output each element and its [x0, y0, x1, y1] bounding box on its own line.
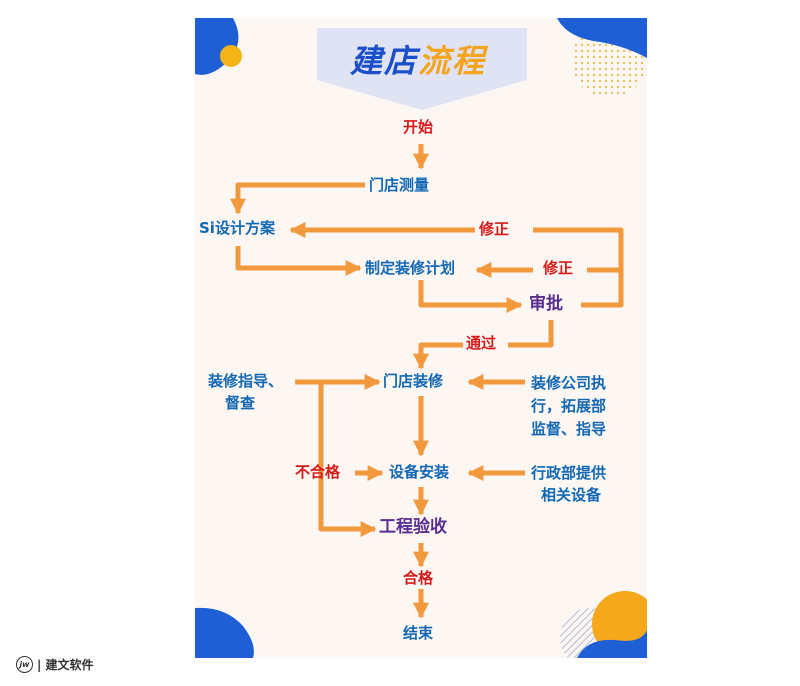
node-revise-top: 修正: [479, 220, 510, 238]
node-guidance-line2: 督查: [225, 394, 256, 412]
node-equipment: 设备安装: [389, 463, 450, 481]
jw-logo-icon: jw: [16, 656, 33, 673]
node-company-line2: 行，拓展部: [531, 397, 607, 415]
title-part-2: 流程: [418, 42, 487, 80]
arrow-design-to-plan: [235, 246, 362, 277]
node-pass: 通过: [466, 334, 497, 352]
arrow-guidance-to-acceptance: [318, 382, 377, 538]
node-fail: 不合格: [295, 463, 341, 481]
node-admin-line2: 相关设备: [541, 486, 602, 504]
watermark: jw | 建文软件: [16, 656, 94, 673]
top-right-blob: [557, 18, 647, 98]
node-guidance-line1: 装修指导、: [208, 372, 284, 390]
node-start: 开始: [403, 118, 434, 136]
node-measure: 门店测量: [369, 176, 430, 194]
node-revise-right: 修正: [543, 259, 574, 277]
title-part-1: 建店: [349, 42, 418, 80]
node-renovation: 门店装修: [383, 372, 444, 390]
node-acceptance: 工程验收: [379, 517, 447, 537]
bottom-right-blob: [560, 591, 647, 658]
title-banner: [317, 28, 527, 110]
flowchart-poster: 建店流程 开始 门店测量 Si设计方案 修正 制定装修计划 修正 审批 通过 装…: [195, 18, 647, 658]
top-left-blob: [195, 18, 242, 75]
node-admin-line1: 行政部提供: [531, 464, 607, 482]
node-approve: 审批: [529, 294, 563, 314]
node-company-line3: 监督、指导: [531, 420, 607, 438]
arrow-approve-to-pass: [508, 320, 554, 348]
node-si-design: Si设计方案: [199, 219, 275, 237]
arrow-measure-to-design: [229, 182, 365, 215]
arrow-pass-to-renovation: [412, 342, 463, 370]
node-company-line1: 装修公司执: [531, 374, 607, 392]
watermark-text: | 建文软件: [37, 658, 94, 672]
page-title: 建店流程: [323, 36, 513, 82]
node-plan: 制定装修计划: [365, 259, 456, 277]
bottom-left-blob: [195, 607, 254, 658]
arrow-plan-to-approve: [418, 280, 523, 314]
node-end: 结束: [403, 624, 434, 642]
node-qualified: 合格: [403, 569, 434, 587]
flow-arrows: [229, 144, 624, 619]
poster-decoration: [195, 18, 647, 658]
